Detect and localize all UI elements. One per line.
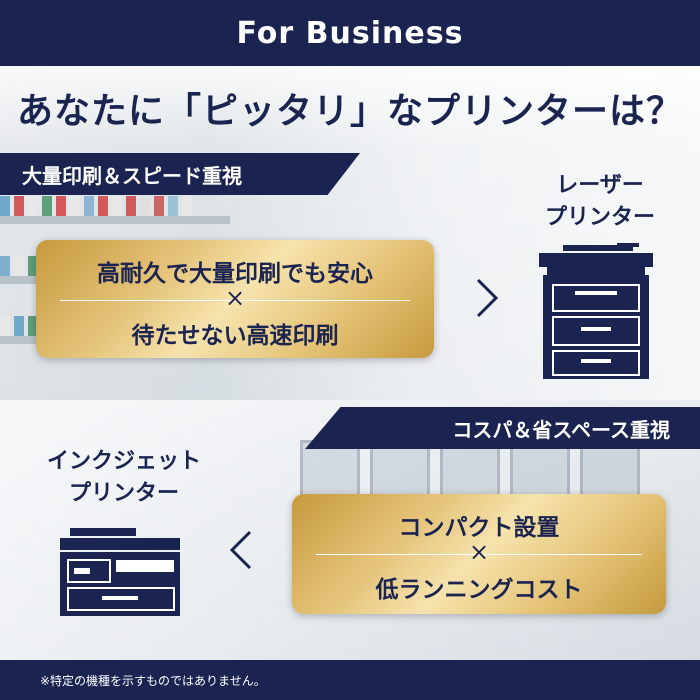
section2-card-line1: コンパクト設置 bbox=[398, 514, 560, 541]
shelf bbox=[0, 216, 230, 224]
laser-label-line1: レーザー bbox=[556, 173, 644, 198]
section1-card-line1: 高耐久で大量印刷でも安心 bbox=[97, 260, 373, 287]
section2-printer-label: インクジェット プリンター bbox=[24, 446, 224, 510]
chevron-left-icon bbox=[229, 530, 252, 570]
inkjet-label-line2: プリンター bbox=[68, 481, 179, 506]
section1-card-separator: × bbox=[224, 284, 246, 312]
laser-printer-icon bbox=[539, 243, 653, 379]
chevron-right-icon bbox=[476, 278, 499, 318]
page-header: For Business bbox=[0, 0, 700, 66]
section2-banner-text: コスパ＆省スペース重視 bbox=[452, 417, 670, 442]
inkjet-label-line1: インクジェット bbox=[46, 449, 201, 474]
inkjet-printer-icon bbox=[60, 528, 180, 616]
card-divider bbox=[316, 554, 642, 555]
section2-card-separator: × bbox=[468, 538, 490, 566]
headline-text: あなたに「ピッタリ」なプリンターは？ bbox=[16, 90, 683, 132]
section1-banner-text: 大量印刷＆スピード重視 bbox=[22, 163, 242, 188]
shelf-products bbox=[0, 196, 192, 216]
section1-card-line2: 待たせない高速印刷 bbox=[131, 322, 339, 349]
section2-card-line2: 低ランニングコスト bbox=[375, 576, 583, 603]
page-headline: あなたに「ピッタリ」なプリンターは？ bbox=[0, 78, 700, 138]
section1-printer-label: レーザー プリンター bbox=[520, 170, 680, 234]
header-title: For Business bbox=[236, 15, 464, 51]
footer-note: ※特定の機種を示すものではありません。 bbox=[40, 673, 266, 688]
footer-disclaimer: ※特定の機種を示すものではありません。 bbox=[0, 660, 700, 700]
section1-feature-card: 高耐久で大量印刷でも安心 × 待たせない高速印刷 bbox=[36, 240, 434, 358]
section2-banner: コスパ＆省スペース重視 bbox=[305, 407, 700, 449]
laser-label-line2: プリンター bbox=[544, 205, 655, 230]
section2-feature-card: コンパクト設置 × 低ランニングコスト bbox=[292, 494, 666, 614]
card-divider bbox=[60, 300, 410, 301]
section1-banner: 大量印刷＆スピード重視 bbox=[0, 153, 360, 195]
